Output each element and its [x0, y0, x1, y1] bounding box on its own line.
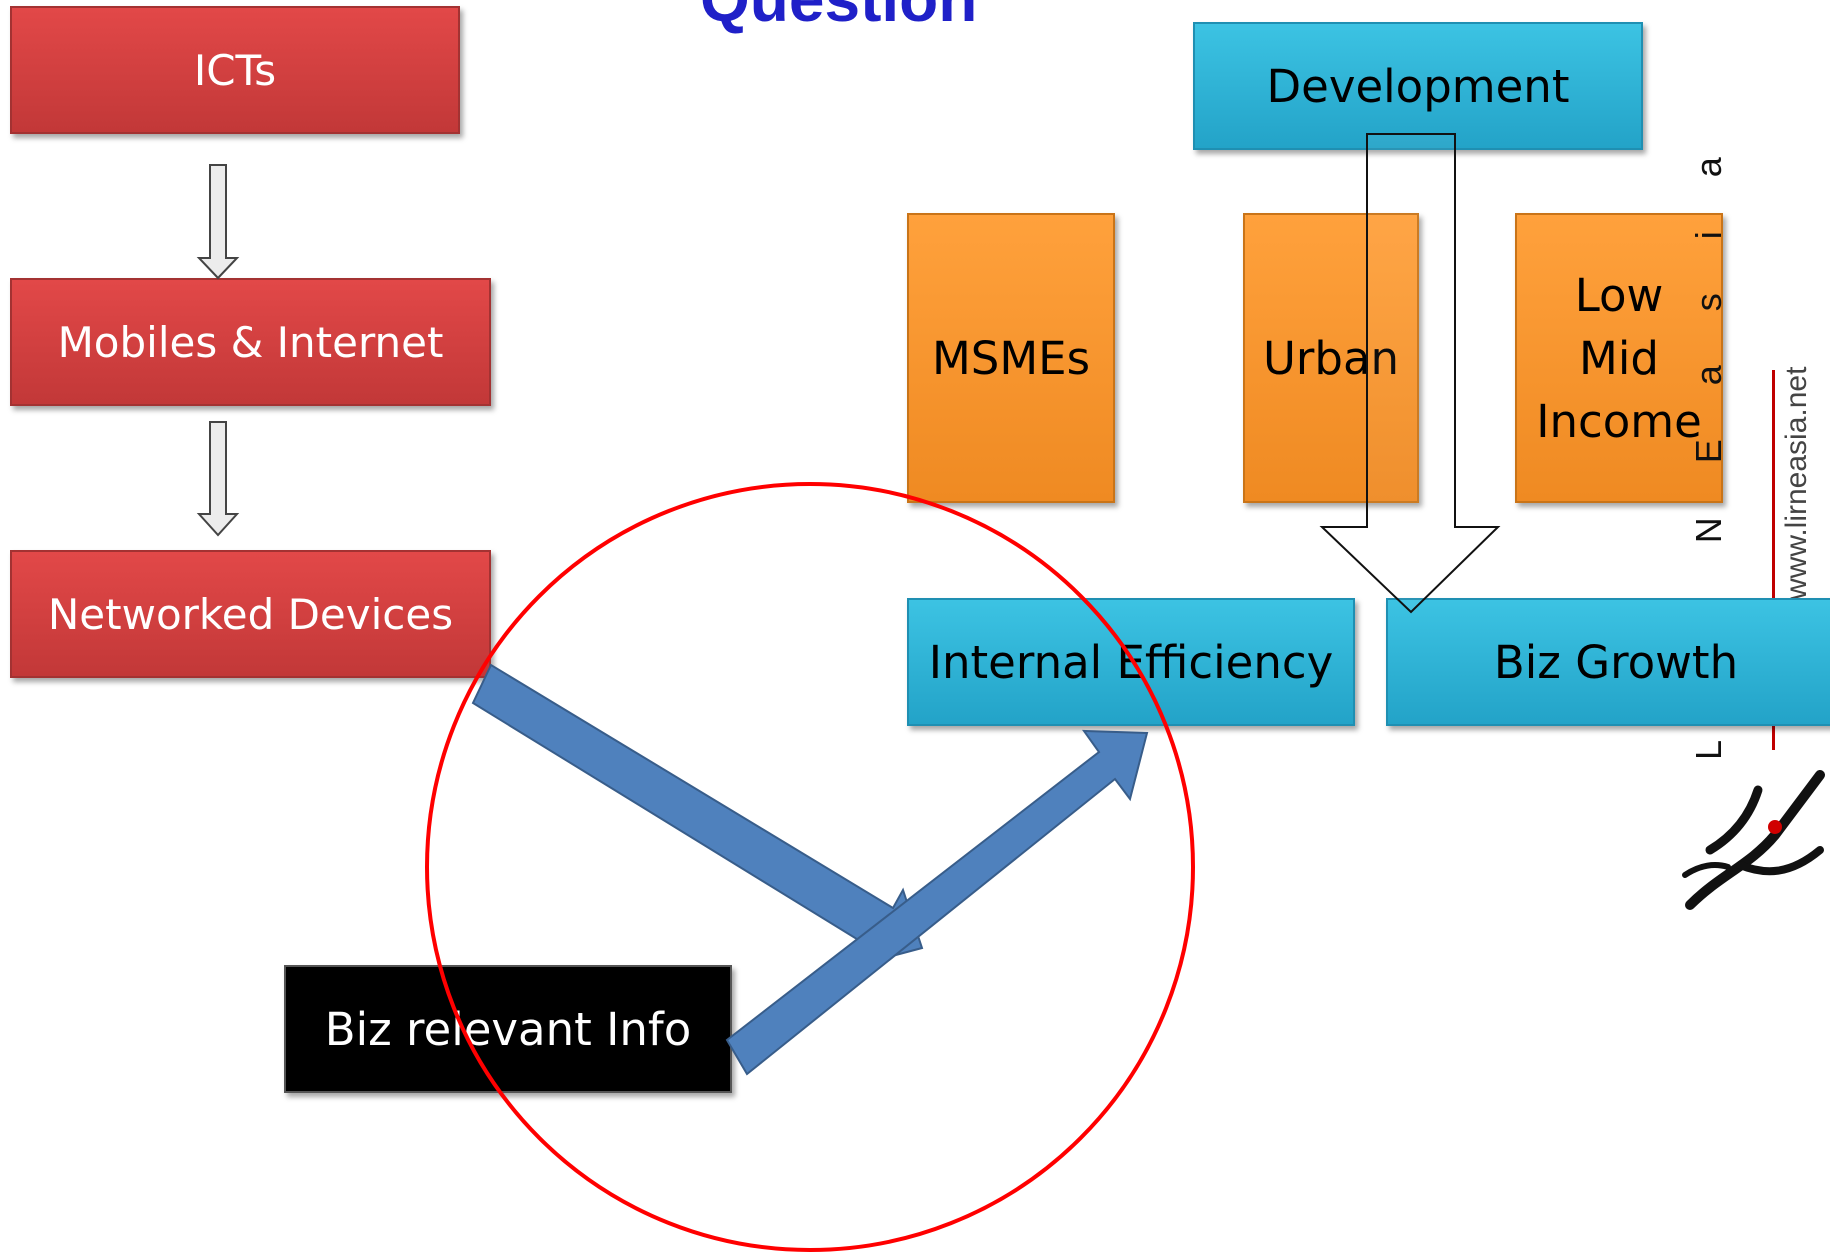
low-mid-income-label: Low Mid Income [1536, 268, 1702, 448]
logo-figure-icon [1682, 770, 1825, 910]
logo-rule [1772, 370, 1775, 750]
mobiles-internet-label: Mobiles & Internet [57, 317, 444, 367]
down-arrow-icts-to-mobiles-icon [196, 164, 240, 280]
biz-growth-box: Biz Growth [1386, 598, 1830, 726]
networked-devices-box: Networked Devices [10, 550, 491, 678]
blue-arrow-devices-to-junction-icon [471, 663, 924, 966]
urban-box: Urban [1243, 213, 1419, 503]
biz-growth-label: Biz Growth [1493, 635, 1739, 689]
msmes-label: MSMEs [931, 331, 1091, 385]
internal-efficiency-label: Internal Efficiency [928, 635, 1334, 689]
blue-arrow-info-to-efficiency-icon [725, 729, 1149, 1076]
icts-label: ICTs [193, 45, 277, 95]
mobiles-internet-box: Mobiles & Internet [10, 278, 491, 406]
slide-title: Question [700, 0, 977, 36]
development-down-arrow-icon [1319, 133, 1501, 614]
networked-devices-label: Networked Devices [47, 589, 454, 639]
lirneasia-logo: L I R N E a s i a www.lirneasia.net [1680, 135, 1830, 920]
urban-label: Urban [1262, 331, 1400, 385]
icts-box: ICTs [10, 6, 460, 134]
msmes-box: MSMEs [907, 213, 1115, 503]
highlight-circle [425, 482, 1195, 1252]
biz-relevant-info-label: Biz relevant Info [324, 1002, 692, 1056]
development-box: Development [1193, 22, 1643, 150]
development-label: Development [1266, 59, 1570, 113]
low-mid-income-box: Low Mid Income [1515, 213, 1723, 503]
down-arrow-mobiles-to-networked-icon [196, 421, 240, 537]
internal-efficiency-box: Internal Efficiency [907, 598, 1355, 726]
biz-relevant-info-box: Biz relevant Info [284, 965, 732, 1093]
